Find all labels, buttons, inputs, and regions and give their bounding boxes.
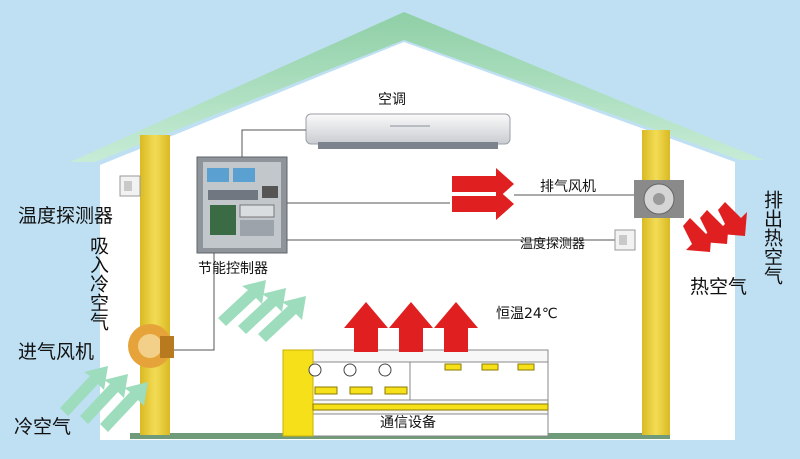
label-temp-sensor-left: 温度探测器 [18, 205, 114, 227]
house-interior [100, 42, 735, 440]
equipment-rack [282, 349, 549, 437]
roof [70, 12, 764, 162]
label-comm-equipment: 通信设备 [380, 415, 436, 431]
label-hot-air: 热空气 [690, 276, 748, 298]
label-intake-cold-air: 吸入冷空气 [87, 236, 109, 331]
label-exhaust-fan: 排气风机 [540, 179, 596, 195]
hot-air-out-arrows [683, 202, 747, 252]
temp-sensor-left-device [119, 175, 141, 197]
temp-sensor-right-device [614, 229, 636, 251]
cold-air-inside-arrows [218, 280, 306, 342]
hot-air-up-arrows [344, 302, 478, 352]
label-temp-sensor-right: 温度探测器 [520, 237, 586, 252]
label-controller: 节能控制器 [198, 261, 268, 277]
right-wall [642, 130, 670, 435]
label-cold-air: 冷空气 [14, 416, 72, 438]
air-conditioner [305, 113, 511, 149]
label-air-conditioner: 空调 [378, 92, 406, 108]
label-exhaust-hot-air: 排出热空气 [761, 190, 783, 285]
exhaust-fan [634, 180, 684, 218]
label-intake-fan: 进气风机 [18, 341, 95, 363]
exhaust-arrows [452, 168, 514, 220]
controller-cabinet [196, 156, 288, 254]
cold-air-arrows [60, 366, 148, 432]
label-constant-temp: 恒温24℃ [496, 306, 558, 322]
connection-lines [172, 129, 640, 351]
intake-fan [128, 324, 174, 368]
